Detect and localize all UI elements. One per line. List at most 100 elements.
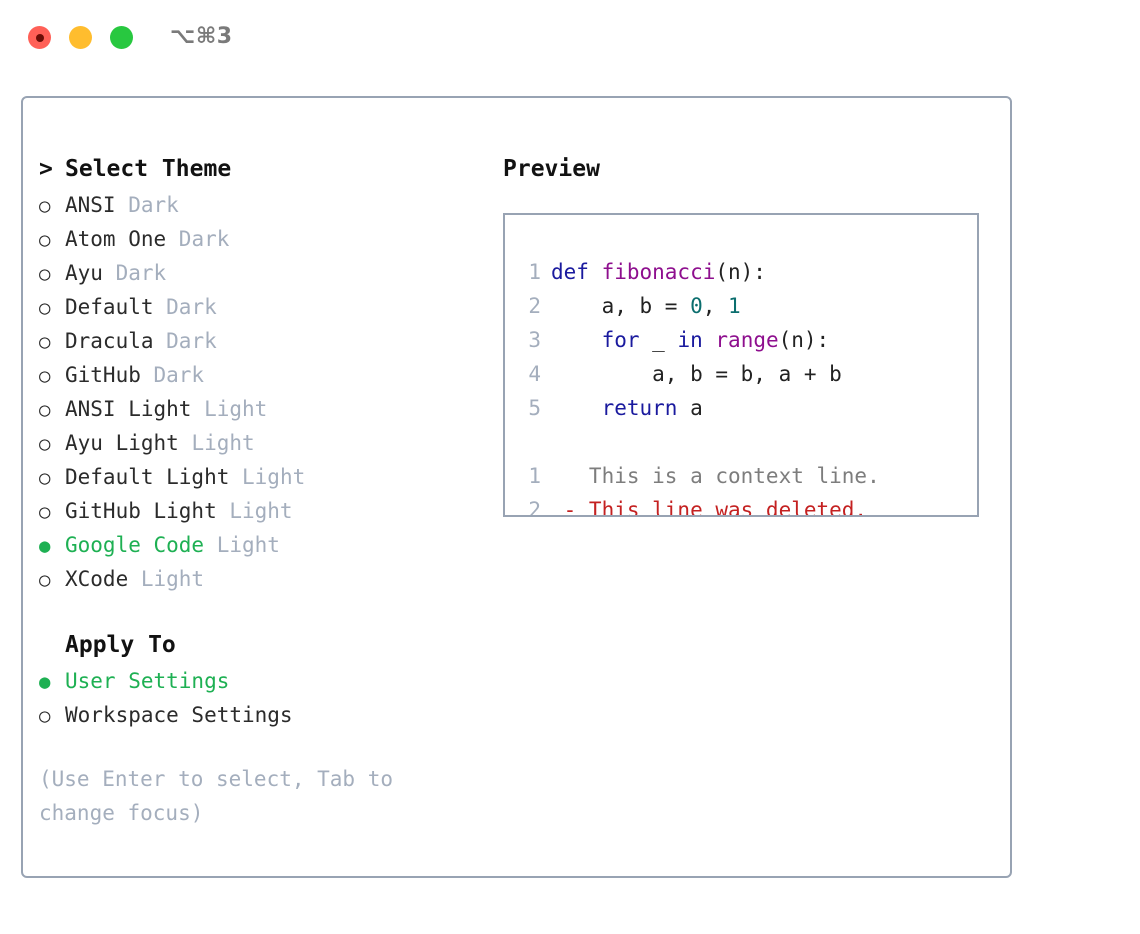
maximize-window-button[interactable] [110, 26, 133, 49]
line-number: 1 [528, 260, 541, 284]
diff-sample: 1 This is a context line.2 - This line w… [505, 459, 977, 517]
diff-line: 2 - This line was deleted. [505, 493, 977, 517]
theme-list-item[interactable]: ○ANSI Light Light [39, 392, 479, 426]
line-number: 1 [528, 464, 541, 488]
code-token: range [715, 328, 779, 352]
theme-kind-badge: Light [128, 567, 205, 591]
theme-list-item[interactable]: ● Google Code Light [39, 528, 479, 562]
prompt-caret-icon: > [39, 156, 53, 182]
keyboard-hint-text: (Use Enter to select, Tab to change focu… [39, 767, 394, 825]
apply-to-item[interactable]: ○Workspace Settings [39, 698, 479, 732]
code-line: 5 return a [505, 391, 977, 425]
theme-name: GitHub Light [65, 499, 217, 523]
select-theme-heading-label: Select Theme [65, 156, 232, 182]
theme-list: ○ANSI Dark○Atom One Dark○Ayu Dark○Defaul… [39, 188, 479, 596]
theme-name: ANSI [65, 193, 116, 217]
radio-unselected-icon: ○ [39, 331, 51, 353]
code-token: , [702, 294, 729, 318]
code-token: fibonacci [601, 260, 716, 284]
code-token: (n): [778, 328, 830, 352]
theme-name: GitHub [65, 363, 141, 387]
title-bar: ⌥⌘3 [0, 0, 1140, 76]
theme-kind-badge: Dark [166, 227, 230, 251]
theme-kind-badge: Light [204, 533, 280, 557]
radio-unselected-icon: ○ [39, 365, 51, 387]
code-token: (n): [715, 260, 766, 284]
diff-line-text: - This line was deleted. [551, 498, 868, 517]
theme-kind-badge: Dark [153, 295, 217, 319]
theme-name: Ayu Light [65, 431, 179, 455]
theme-kind-badge: Light [229, 465, 306, 489]
theme-name: Default Light [65, 465, 230, 489]
theme-list-item[interactable]: ○Atom One Dark [39, 222, 479, 256]
radio-unselected-icon: ○ [39, 297, 51, 319]
apply-to-heading-label: Apply To [65, 632, 176, 658]
minimize-window-button[interactable] [69, 26, 92, 49]
keyboard-shortcut-label: ⌥⌘3 [170, 24, 233, 49]
apply-to-item[interactable]: ● User Settings [39, 664, 479, 698]
close-window-button[interactable] [28, 26, 51, 49]
radio-unselected-icon: ○ [39, 705, 51, 727]
line-number: 2 [528, 498, 541, 517]
code-line: 1 def fibonacci(n): [505, 255, 977, 289]
apply-to-list: ● User Settings ○Workspace Settings [39, 664, 479, 732]
theme-name: Default [65, 295, 154, 319]
theme-list-item[interactable]: ○Ayu Dark [39, 256, 479, 290]
theme-kind-badge: Light [216, 499, 293, 523]
code-line: 3 for _ in range(n): [505, 323, 977, 357]
line-number: 2 [528, 294, 541, 318]
window-controls [28, 26, 133, 49]
line-number: 5 [528, 396, 541, 420]
theme-selection-column: >Select Theme ○ANSI Dark○Atom One Dark○A… [39, 150, 479, 732]
theme-list-item[interactable]: ○ Default Light Light [39, 460, 479, 494]
theme-list-item[interactable]: ○ Default Dark [39, 290, 479, 324]
code-token [551, 396, 602, 420]
theme-list-item[interactable]: ○ GitHub Light Light [39, 494, 479, 528]
line-number: 4 [528, 362, 541, 386]
theme-kind-badge: Dark [102, 261, 167, 285]
radio-selected-icon: ● [39, 535, 51, 557]
radio-unselected-icon: ○ [39, 501, 51, 523]
code-token: for [601, 328, 640, 352]
code-line: 4 a, b = b, a + b [505, 357, 977, 391]
radio-unselected-icon: ○ [39, 569, 51, 591]
theme-name: Ayu [65, 261, 103, 285]
radio-selected-icon: ● [39, 671, 51, 693]
radio-unselected-icon: ○ [39, 433, 51, 455]
radio-unselected-icon: ○ [39, 195, 51, 217]
code-token [703, 328, 716, 352]
apply-to-label: User Settings [65, 669, 230, 693]
code-token: _ [639, 328, 678, 352]
radio-unselected-icon: ○ [39, 229, 51, 251]
diff-line: 1 This is a context line. [505, 459, 977, 493]
theme-name: Google Code [65, 533, 205, 557]
theme-kind-badge: Dark [115, 193, 179, 217]
code-token: 1 [728, 294, 741, 318]
theme-kind-badge: Light [191, 397, 268, 421]
code-line: 2 a, b = 0, 1 [505, 289, 977, 323]
theme-name: XCode [65, 567, 129, 591]
theme-kind-badge: Light [178, 431, 255, 455]
radio-unselected-icon: ○ [39, 467, 51, 489]
code-token: def [551, 260, 602, 284]
theme-list-item[interactable]: ○ Dracula Dark [39, 324, 479, 358]
theme-list-item[interactable]: ○ GitHub Dark [39, 358, 479, 392]
apply-to-heading: ○Apply To [39, 626, 479, 664]
theme-kind-badge: Dark [140, 363, 205, 387]
theme-kind-badge: Dark [153, 329, 217, 353]
theme-picker-panel: >Select Theme ○ANSI Dark○Atom One Dark○A… [21, 96, 1012, 878]
code-token: a [677, 396, 703, 420]
theme-list-item[interactable]: ○ XCode Light [39, 562, 479, 596]
code-token [551, 328, 602, 352]
theme-list-item[interactable]: ○ Ayu Light Light [39, 426, 479, 460]
theme-name: Dracula [65, 329, 154, 353]
code-token: return [601, 396, 678, 420]
diff-line-text: This is a context line. [551, 464, 880, 488]
code-token: 0 [690, 294, 703, 318]
radio-unselected-icon: ○ [39, 399, 51, 421]
theme-list-item[interactable]: ○ ANSI Dark [39, 188, 479, 222]
